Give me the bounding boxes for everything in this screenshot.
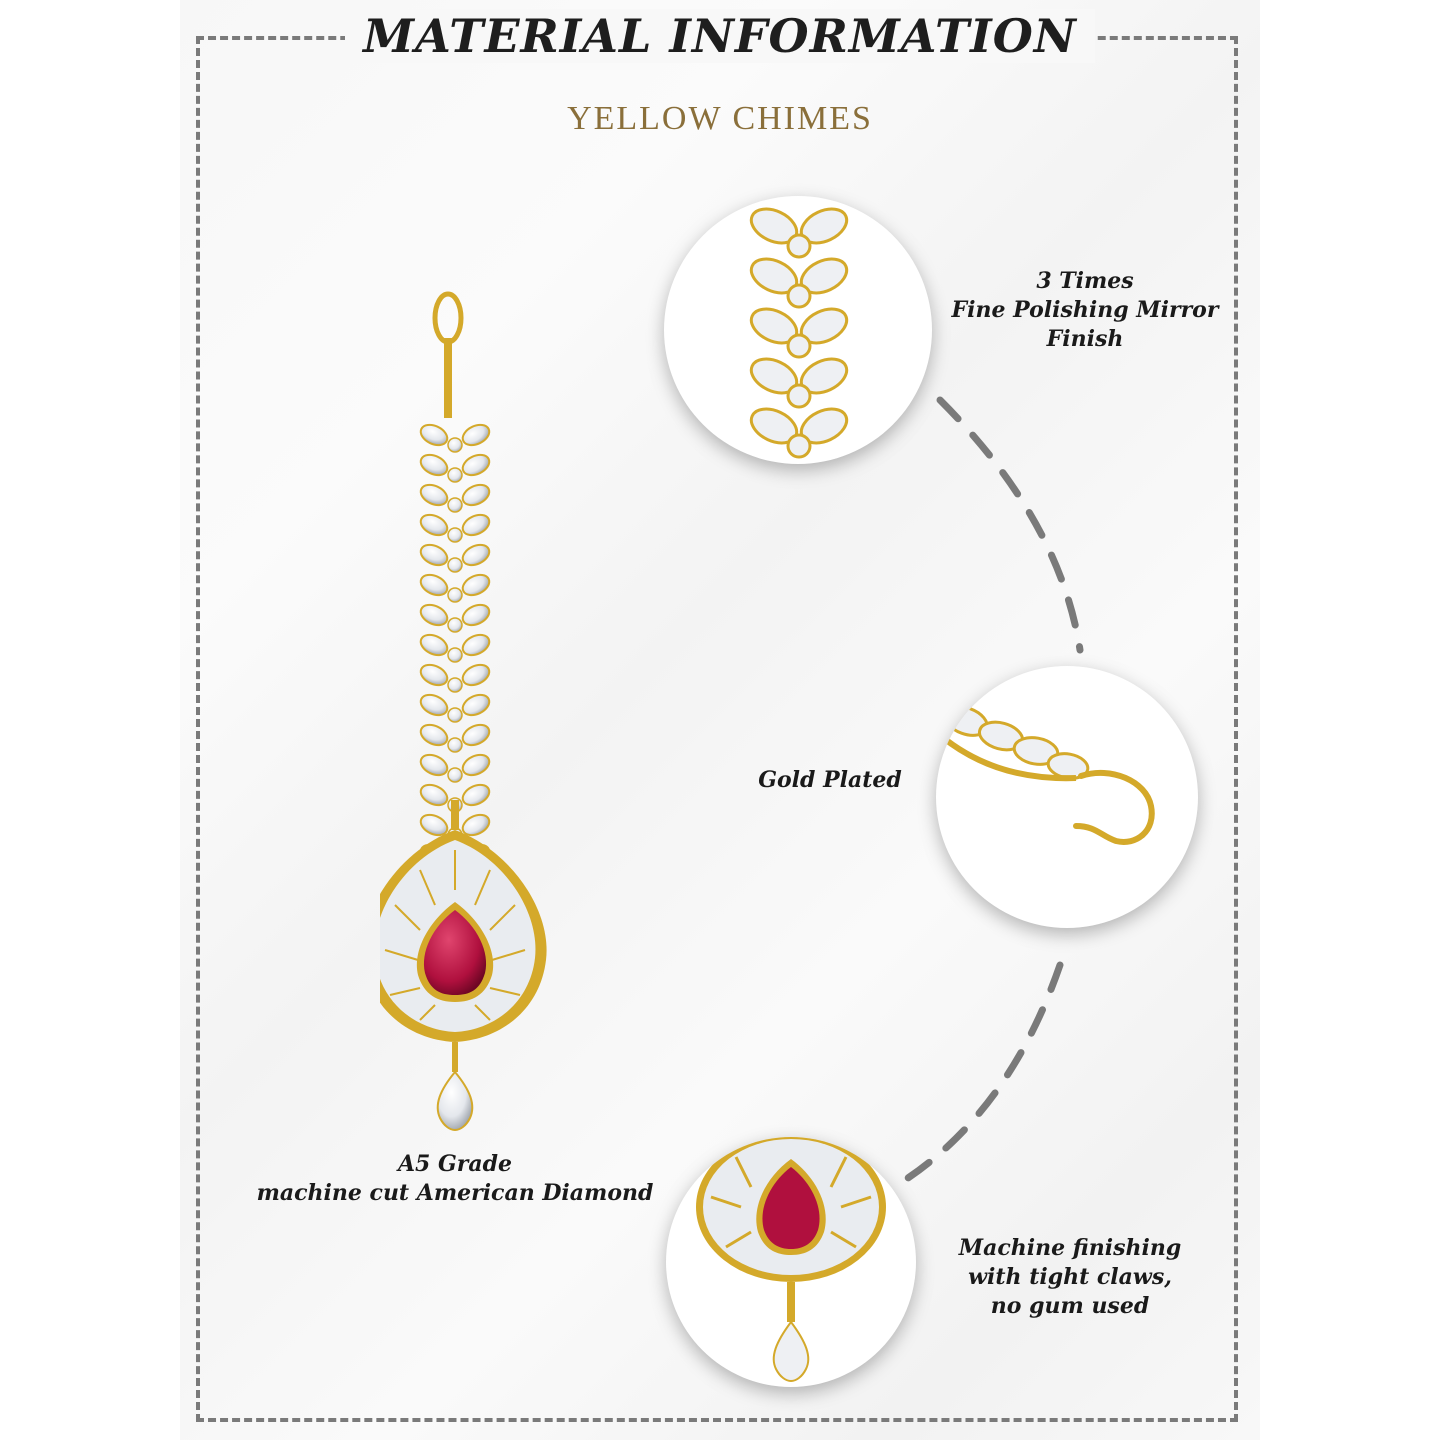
ruby-pendant-detail-circle — [666, 1137, 916, 1387]
gold-hook-detail-icon — [939, 705, 1155, 845]
stones-label: A5 Grade machine cut American Diamond — [235, 1150, 675, 1208]
claws-label: Machine finishing with tight claws, no g… — [945, 1234, 1195, 1321]
maang-tikka-jewel-icon — [380, 291, 547, 1132]
polish-label: 3 Times Fine Polishing Mirror Finish — [945, 267, 1225, 354]
ruby-pendant-detail-icon — [696, 1137, 886, 1383]
claws-line-2: with tight claws, — [968, 1264, 1172, 1290]
claws-line-1: Machine finishing — [958, 1235, 1182, 1261]
stones-line-2: machine cut American Diamond — [256, 1180, 654, 1206]
leaf-chain-detail-circle — [664, 196, 932, 464]
page-title: MATERIAL INFORMATION — [345, 9, 1095, 63]
polish-line-3: Finish — [1046, 326, 1124, 352]
polish-line-1: 3 Times — [1036, 268, 1134, 294]
polish-line-2: Fine Polishing Mirror — [951, 297, 1219, 323]
plating-line-1: Gold Plated — [758, 767, 902, 793]
title-bar: MATERIAL INFORMATION — [0, 0, 1440, 72]
gold-hook-detail-circle — [936, 666, 1198, 928]
claws-line-3: no gum used — [990, 1293, 1150, 1319]
plating-label: Gold Plated — [730, 766, 930, 795]
leaf-chain-detail-icon — [749, 207, 849, 459]
stones-line-1: A5 Grade — [397, 1151, 513, 1177]
brand-name: YELLOW CHIMES — [567, 100, 873, 137]
